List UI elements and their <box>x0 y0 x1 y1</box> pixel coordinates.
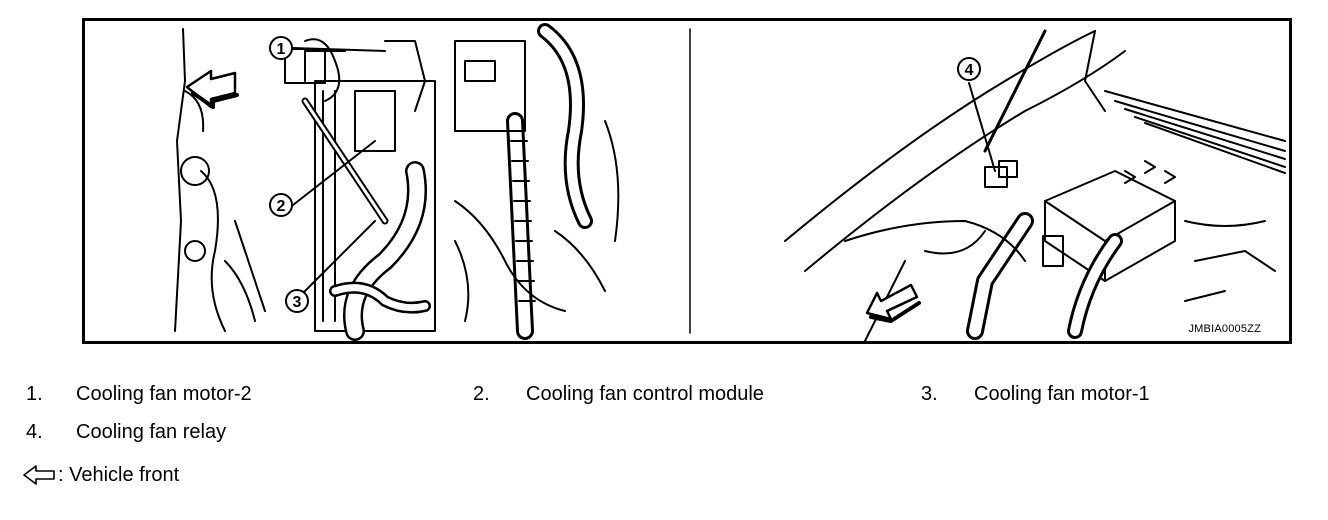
legend-label: Cooling fan control module <box>526 383 764 405</box>
legend-number: 3. <box>921 383 938 405</box>
right-panel-drawing <box>784 29 1286 341</box>
callout-2: 2 <box>269 193 293 217</box>
arrow-left-outline-icon <box>23 465 55 485</box>
legend-number: 2. <box>473 383 490 405</box>
callout-1-number: 1 <box>277 41 286 58</box>
figure-code: JMBIA0005ZZ <box>1188 323 1261 335</box>
legend-label: Cooling fan motor-1 <box>974 383 1150 405</box>
front-arrow-right-panel <box>865 283 921 323</box>
legend-number: 1. <box>26 383 43 405</box>
legend-number: 4. <box>26 421 43 443</box>
callout-2-number: 2 <box>277 198 286 215</box>
vehicle-front-text: : Vehicle front <box>58 464 180 486</box>
engine-bay-illustration: 1 2 3 4 <box>174 23 1286 341</box>
callout-4: 4 <box>957 57 981 81</box>
legend-label: Cooling fan relay <box>76 421 227 443</box>
callout-4-number: 4 <box>965 62 974 79</box>
callout-3-number: 3 <box>293 294 302 311</box>
legend-row-2: 4. Cooling fan relay <box>0 420 1328 444</box>
legend-label: Cooling fan motor-2 <box>76 383 252 405</box>
callout-3: 3 <box>285 289 309 313</box>
component-location-figure: 1 2 3 4 JMBIA0005ZZ <box>82 18 1292 344</box>
callout-1: 1 <box>269 36 293 60</box>
front-arrow-left-panel <box>185 69 239 109</box>
left-panel-drawing <box>174 23 620 341</box>
legend-row-1: 1. Cooling fan motor-2 2. Cooling fan co… <box>0 382 1328 406</box>
